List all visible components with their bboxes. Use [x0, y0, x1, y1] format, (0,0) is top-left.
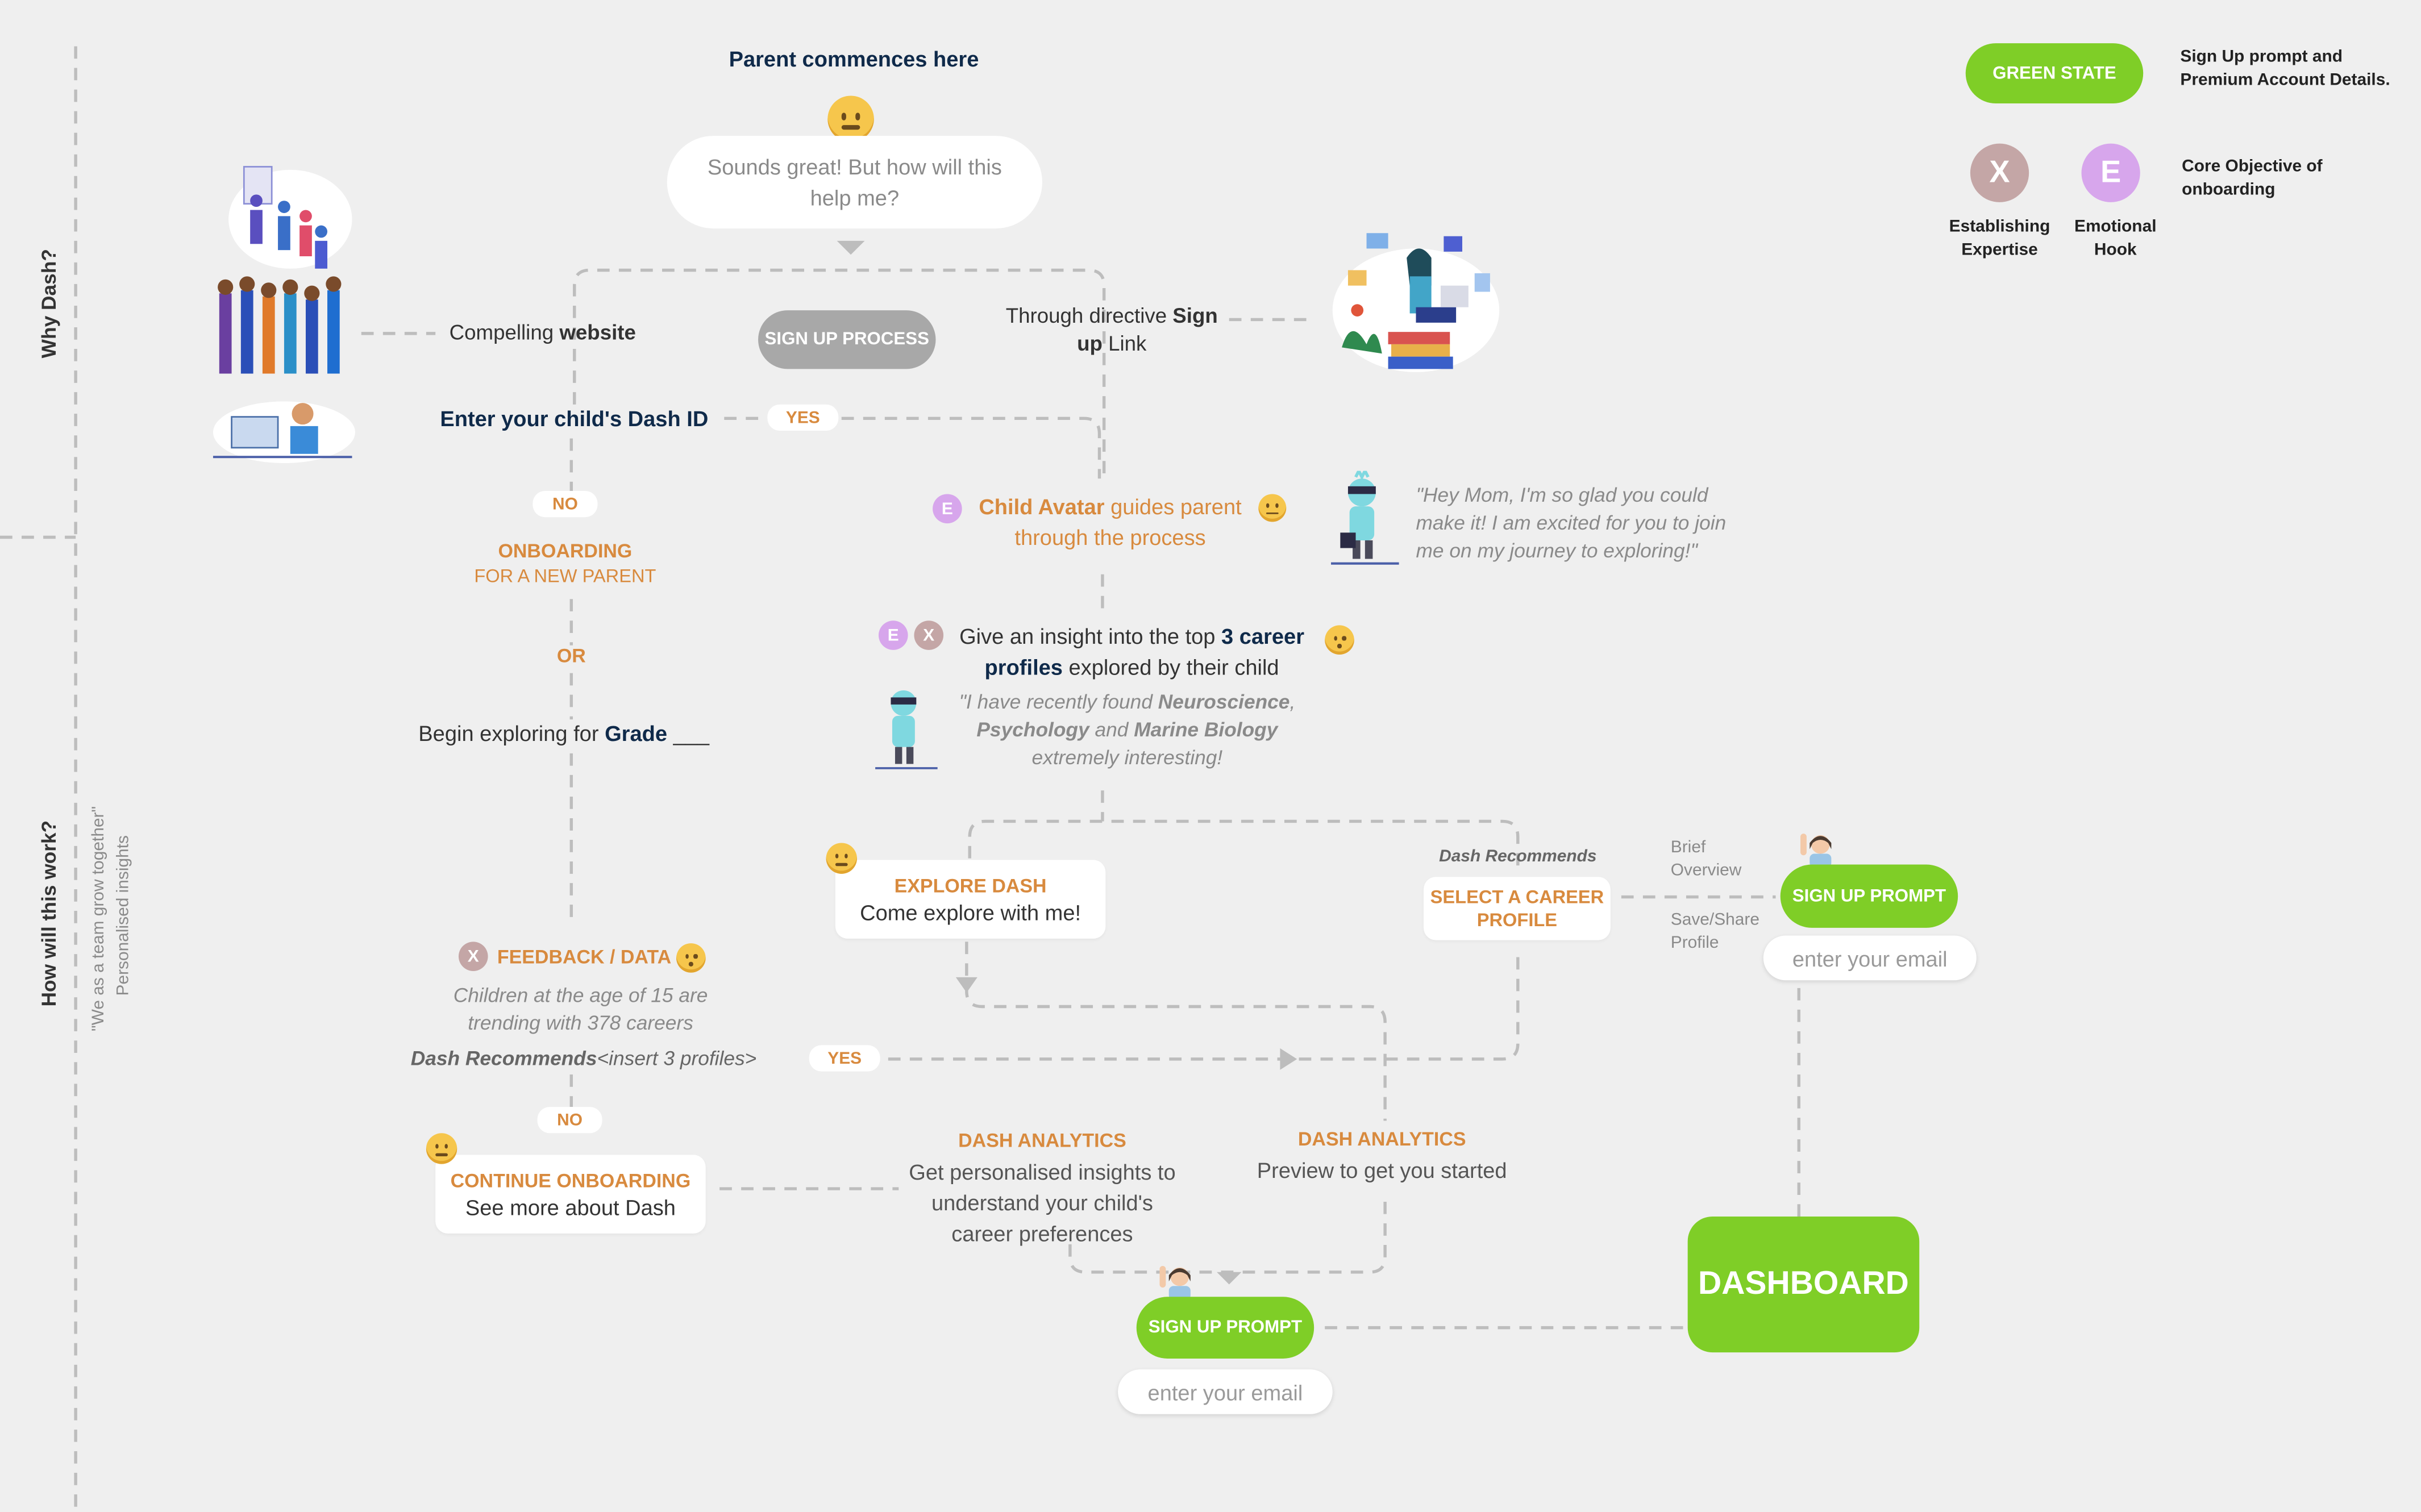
dash-recommends-caption: Dash Recommends: [1439, 847, 1597, 867]
child-avatar-step: Child Avatar guides parent through the p…: [979, 494, 1242, 550]
e-legend-badge: E: [2081, 143, 2140, 202]
grin-emoji-icon: [1258, 494, 1287, 522]
insight-step: Give an insight into the top 3 career pr…: [959, 623, 1305, 680]
monocle-emoji-icon: [826, 843, 857, 874]
no-tag-dash-id: NO: [533, 491, 598, 518]
continue-onboarding-card[interactable]: CONTINUE ONBOARDING See more about Dash: [435, 1155, 706, 1234]
feedback-expertise-badge: X: [458, 942, 488, 971]
select-career-profile-card[interactable]: SELECT A CAREER PROFILE: [1424, 877, 1611, 940]
x-legend-badge: X: [1970, 143, 2029, 202]
dash-recommends-line: Dash Recommends<insert 3 profiles>: [410, 1047, 757, 1070]
sign-up-prompt-button-top[interactable]: SIGN UP PROMPT: [1780, 864, 1958, 928]
waving-person-icon-2: [1159, 1265, 1191, 1300]
child-avatar-small-illustration: [875, 690, 938, 769]
dashboard-box[interactable]: DASHBOARD: [1687, 1216, 1920, 1353]
email-input-bottom[interactable]: enter your email: [1118, 1369, 1333, 1414]
or-label: OR: [556, 645, 586, 667]
sign-up-prompt-button-bottom[interactable]: SIGN UP PROMPT: [1136, 1297, 1315, 1359]
insight-emotional-badge: E: [878, 620, 908, 650]
email-input-top[interactable]: enter your email: [1763, 935, 1977, 981]
waving-person-icon: [1800, 834, 1832, 868]
monocle-emoji-icon-2: [426, 1133, 457, 1164]
dash-id-prompt[interactable]: Enter your child's Dash ID: [440, 406, 709, 431]
sign-up-process-pill: SIGN UP PROCESS: [758, 310, 936, 369]
directive-signup-label: Through directive Sign up Link: [1005, 304, 1218, 355]
yes-tag-dash-id: YES: [767, 404, 839, 431]
start-title: Parent commences here: [729, 46, 979, 71]
team-quote-label: "We as a team grow together": [89, 806, 109, 1031]
insight-expertise-badge: X: [914, 620, 944, 650]
surprised-emoji-icon-2: [676, 943, 706, 973]
feedback-data-title: FEEDBACK / DATA: [497, 946, 672, 968]
child-avatar-illustration: [1331, 470, 1399, 565]
insight-quote: "I have recently found Neuroscience, Psy…: [959, 690, 1296, 769]
begin-exploring-grade: Begin exploring for Grade ___: [418, 720, 710, 746]
dash-analytics-preview: DASH ANALYTICS Preview to get you starte…: [1257, 1128, 1507, 1183]
reading-girl-illustration: [1332, 233, 1500, 372]
surprised-emoji-icon: [1325, 625, 1354, 655]
onboarding-label: ONBOARDING FOR A NEW PARENT: [474, 540, 656, 587]
compelling-website-label: Compelling website: [449, 321, 636, 344]
no-tag-recommends: NO: [537, 1107, 602, 1134]
emotional-hook-badge: E: [933, 494, 962, 524]
team-illustration: [213, 166, 355, 464]
axis-why-label: Why Dash?: [37, 248, 60, 359]
dash-analytics-insights: DASH ANALYTICS Get personalised insights…: [909, 1130, 1176, 1246]
axis-how-label: How will this work?: [37, 820, 60, 1007]
smirk-emoji-icon: [827, 95, 874, 142]
green-state-legend-pill: GREEN STATE: [1965, 43, 2144, 104]
yes-tag-recommends: YES: [809, 1045, 880, 1072]
insights-label: Personalised insights: [114, 835, 133, 996]
explore-dash-card[interactable]: EXPLORE DASH Come explore with me!: [835, 860, 1106, 939]
